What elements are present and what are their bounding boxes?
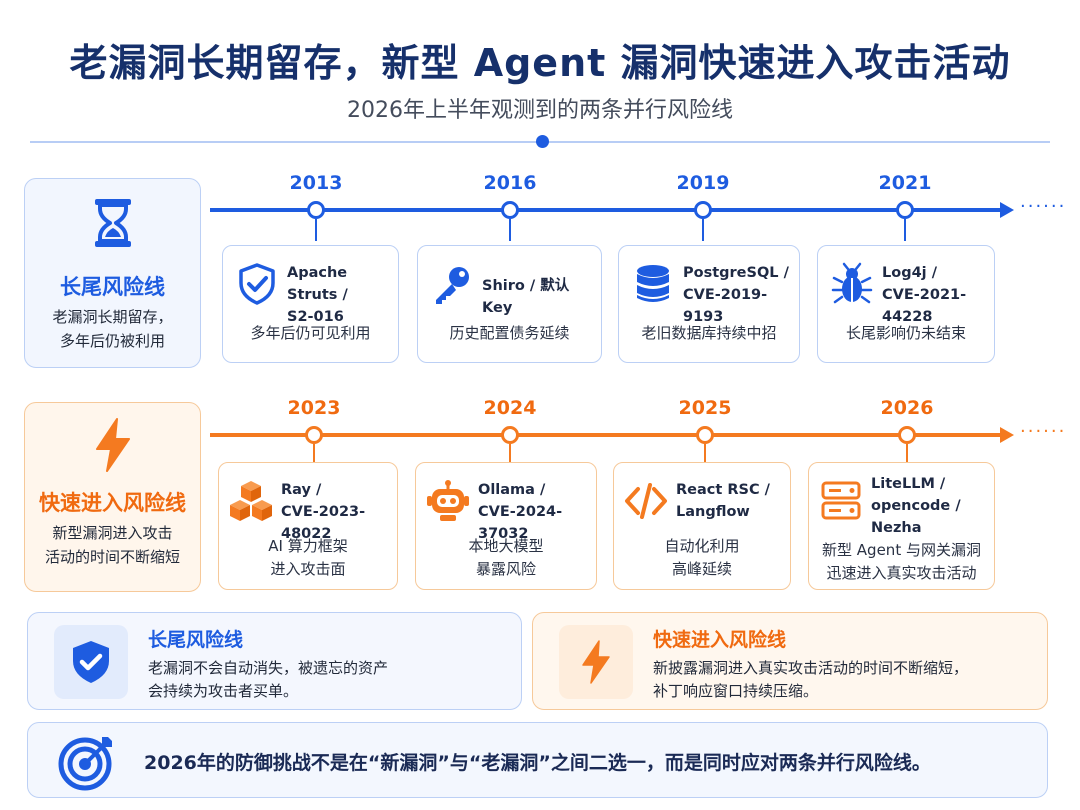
fast-node-2023 — [305, 426, 323, 444]
long-tail-timeline-line — [210, 208, 1005, 212]
database-icon — [637, 265, 669, 302]
long-tail-continuation-dots: ······ — [1020, 196, 1067, 217]
event-card-apache-struts: Apache Struts / S2-016 多年后仍可见利用 — [222, 245, 399, 363]
fast-continuation-dots: ······ — [1020, 421, 1067, 442]
fast-node-2024 — [501, 426, 519, 444]
fast-year-2023: 2023 — [287, 397, 341, 419]
fast-stem-2024 — [509, 444, 511, 466]
hourglass-icon — [95, 199, 131, 247]
fast-lane-desc: 新型漏洞进入攻击 活动的时间不断缩短 — [44, 524, 180, 566]
long-tail-year-2021: 2021 — [878, 172, 932, 194]
event-card-postgresql: PostgreSQL / CVE-2019-9193 老旧数据库持续中招 — [618, 245, 800, 363]
event-desc: 历史配置债务延续 — [449, 324, 570, 342]
long-tail-summary-title: 长尾风险线 — [148, 629, 244, 651]
fast-node-2026 — [898, 426, 916, 444]
cubes-icon — [230, 481, 272, 521]
long-tail-lane-title: 长尾风险线 — [60, 275, 165, 299]
event-name: PostgreSQL / CVE-2019-9193 — [683, 265, 789, 325]
target-icon — [58, 737, 112, 791]
event-card-ollama: Ollama / CVE-2024-37032 本地大模型 暴露风险 — [415, 462, 597, 590]
event-desc: 自动化利用 高峰延续 — [664, 537, 740, 578]
event-name: LiteLLM / opencode / Nezha — [871, 476, 961, 536]
long-tail-lane-card: 长尾风险线 老漏洞长期留存， 多年后仍被利用 — [24, 178, 201, 368]
robot-icon — [427, 480, 469, 521]
event-desc: 新型 Agent 与网关漏洞 迅速进入真实攻击活动 — [822, 541, 981, 582]
bug-icon — [831, 262, 873, 304]
long-tail-stem-2013 — [315, 219, 317, 241]
fast-stem-2026 — [906, 444, 908, 466]
key-icon — [436, 267, 469, 304]
server-icon — [821, 481, 861, 520]
shield-check-icon — [239, 263, 275, 305]
long-tail-arrow-head — [1000, 202, 1014, 218]
event-name: Ray / CVE-2023-48022 — [281, 482, 366, 542]
long-tail-summary-card: 长尾风险线 老漏洞不会自动消失，被遗忘的资产 会持续为攻击者买单。 — [27, 612, 522, 710]
event-name: Log4j / CVE-2021-44228 — [882, 265, 967, 325]
shield-check-icon — [73, 641, 109, 683]
long-tail-lane-desc: 老漏洞长期留存， 多年后仍被利用 — [52, 308, 173, 350]
long-tail-summary-desc: 老漏洞不会自动消失，被遗忘的资产 会持续为攻击者买单。 — [148, 659, 389, 700]
long-tail-node-2019 — [694, 201, 712, 219]
lightning-icon — [582, 640, 610, 684]
event-card-log4j: Log4j / CVE-2021-44228 长尾影响仍未结束 — [817, 245, 995, 363]
event-desc: 老旧数据库持续中招 — [641, 324, 777, 342]
event-name: React RSC / Langflow — [676, 482, 770, 520]
fast-stem-2025 — [704, 444, 706, 466]
long-tail-stem-2016 — [509, 219, 511, 241]
fast-summary-title: 快速进入风险线 — [653, 629, 787, 651]
long-tail-node-2013 — [307, 201, 325, 219]
long-tail-stem-2019 — [702, 219, 704, 241]
long-tail-stem-2021 — [904, 219, 906, 241]
conclusion-banner: 2026年的防御挑战不是在“新漏洞”与“老漏洞”之间二选一，而是同时应对两条并行… — [27, 722, 1048, 798]
event-card-react-rsc: React RSC / Langflow 自动化利用 高峰延续 — [613, 462, 791, 590]
event-card-litellm: LiteLLM / opencode / Nezha 新型 Agent 与网关漏… — [808, 462, 995, 590]
divider-dot — [536, 135, 549, 148]
fast-lane-card: 快速进入风险线 新型漏洞进入攻击 活动的时间不断缩短 — [24, 402, 201, 592]
event-desc: AI 算力框架 进入攻击面 — [268, 537, 348, 578]
event-name: Ollama / CVE-2024-37032 — [478, 482, 563, 542]
long-tail-year-2013: 2013 — [289, 172, 343, 194]
event-desc: 本地大模型 暴露风险 — [468, 537, 544, 578]
fast-year-2026: 2026 — [880, 397, 934, 419]
fast-year-2025: 2025 — [678, 397, 732, 419]
long-tail-year-2019: 2019 — [676, 172, 730, 194]
conclusion-text: 2026年的防御挑战不是在“新漏洞”与“老漏洞”之间二选一，而是同时应对两条并行… — [144, 752, 931, 774]
code-icon — [625, 483, 667, 519]
event-card-ray: Ray / CVE-2023-48022 AI 算力框架 进入攻击面 — [218, 462, 398, 590]
fast-stem-2023 — [313, 444, 315, 466]
fast-node-2025 — [696, 426, 714, 444]
page-subtitle: 2026年上半年观测到的两条并行风险线 — [347, 98, 733, 123]
fast-timeline-line — [210, 433, 1005, 437]
fast-arrow-head — [1000, 427, 1014, 443]
long-tail-node-2016 — [501, 201, 519, 219]
fast-year-2024: 2024 — [483, 397, 537, 419]
long-tail-year-2016: 2016 — [483, 172, 537, 194]
fast-summary-desc: 新披露漏洞进入真实攻击活动的时间不断缩短， 补丁响应窗口持续压缩。 — [653, 659, 969, 700]
fast-lane-title: 快速进入风险线 — [39, 491, 186, 515]
long-tail-node-2021 — [896, 201, 914, 219]
fast-summary-card: 快速进入风险线 新披露漏洞进入真实攻击活动的时间不断缩短， 补丁响应窗口持续压缩… — [532, 612, 1048, 710]
page-title: 老漏洞长期留存，新型 Agent 漏洞快速进入攻击活动 — [69, 41, 1011, 85]
lightning-icon — [96, 418, 130, 472]
event-name: Apache Struts / S2-016 — [287, 265, 348, 325]
event-desc: 长尾影响仍未结束 — [845, 324, 966, 342]
event-name: Shiro / 默认 Key — [482, 278, 570, 316]
event-desc: 多年后仍可见利用 — [250, 324, 371, 342]
event-card-shiro: Shiro / 默认 Key 历史配置债务延续 — [417, 245, 602, 363]
